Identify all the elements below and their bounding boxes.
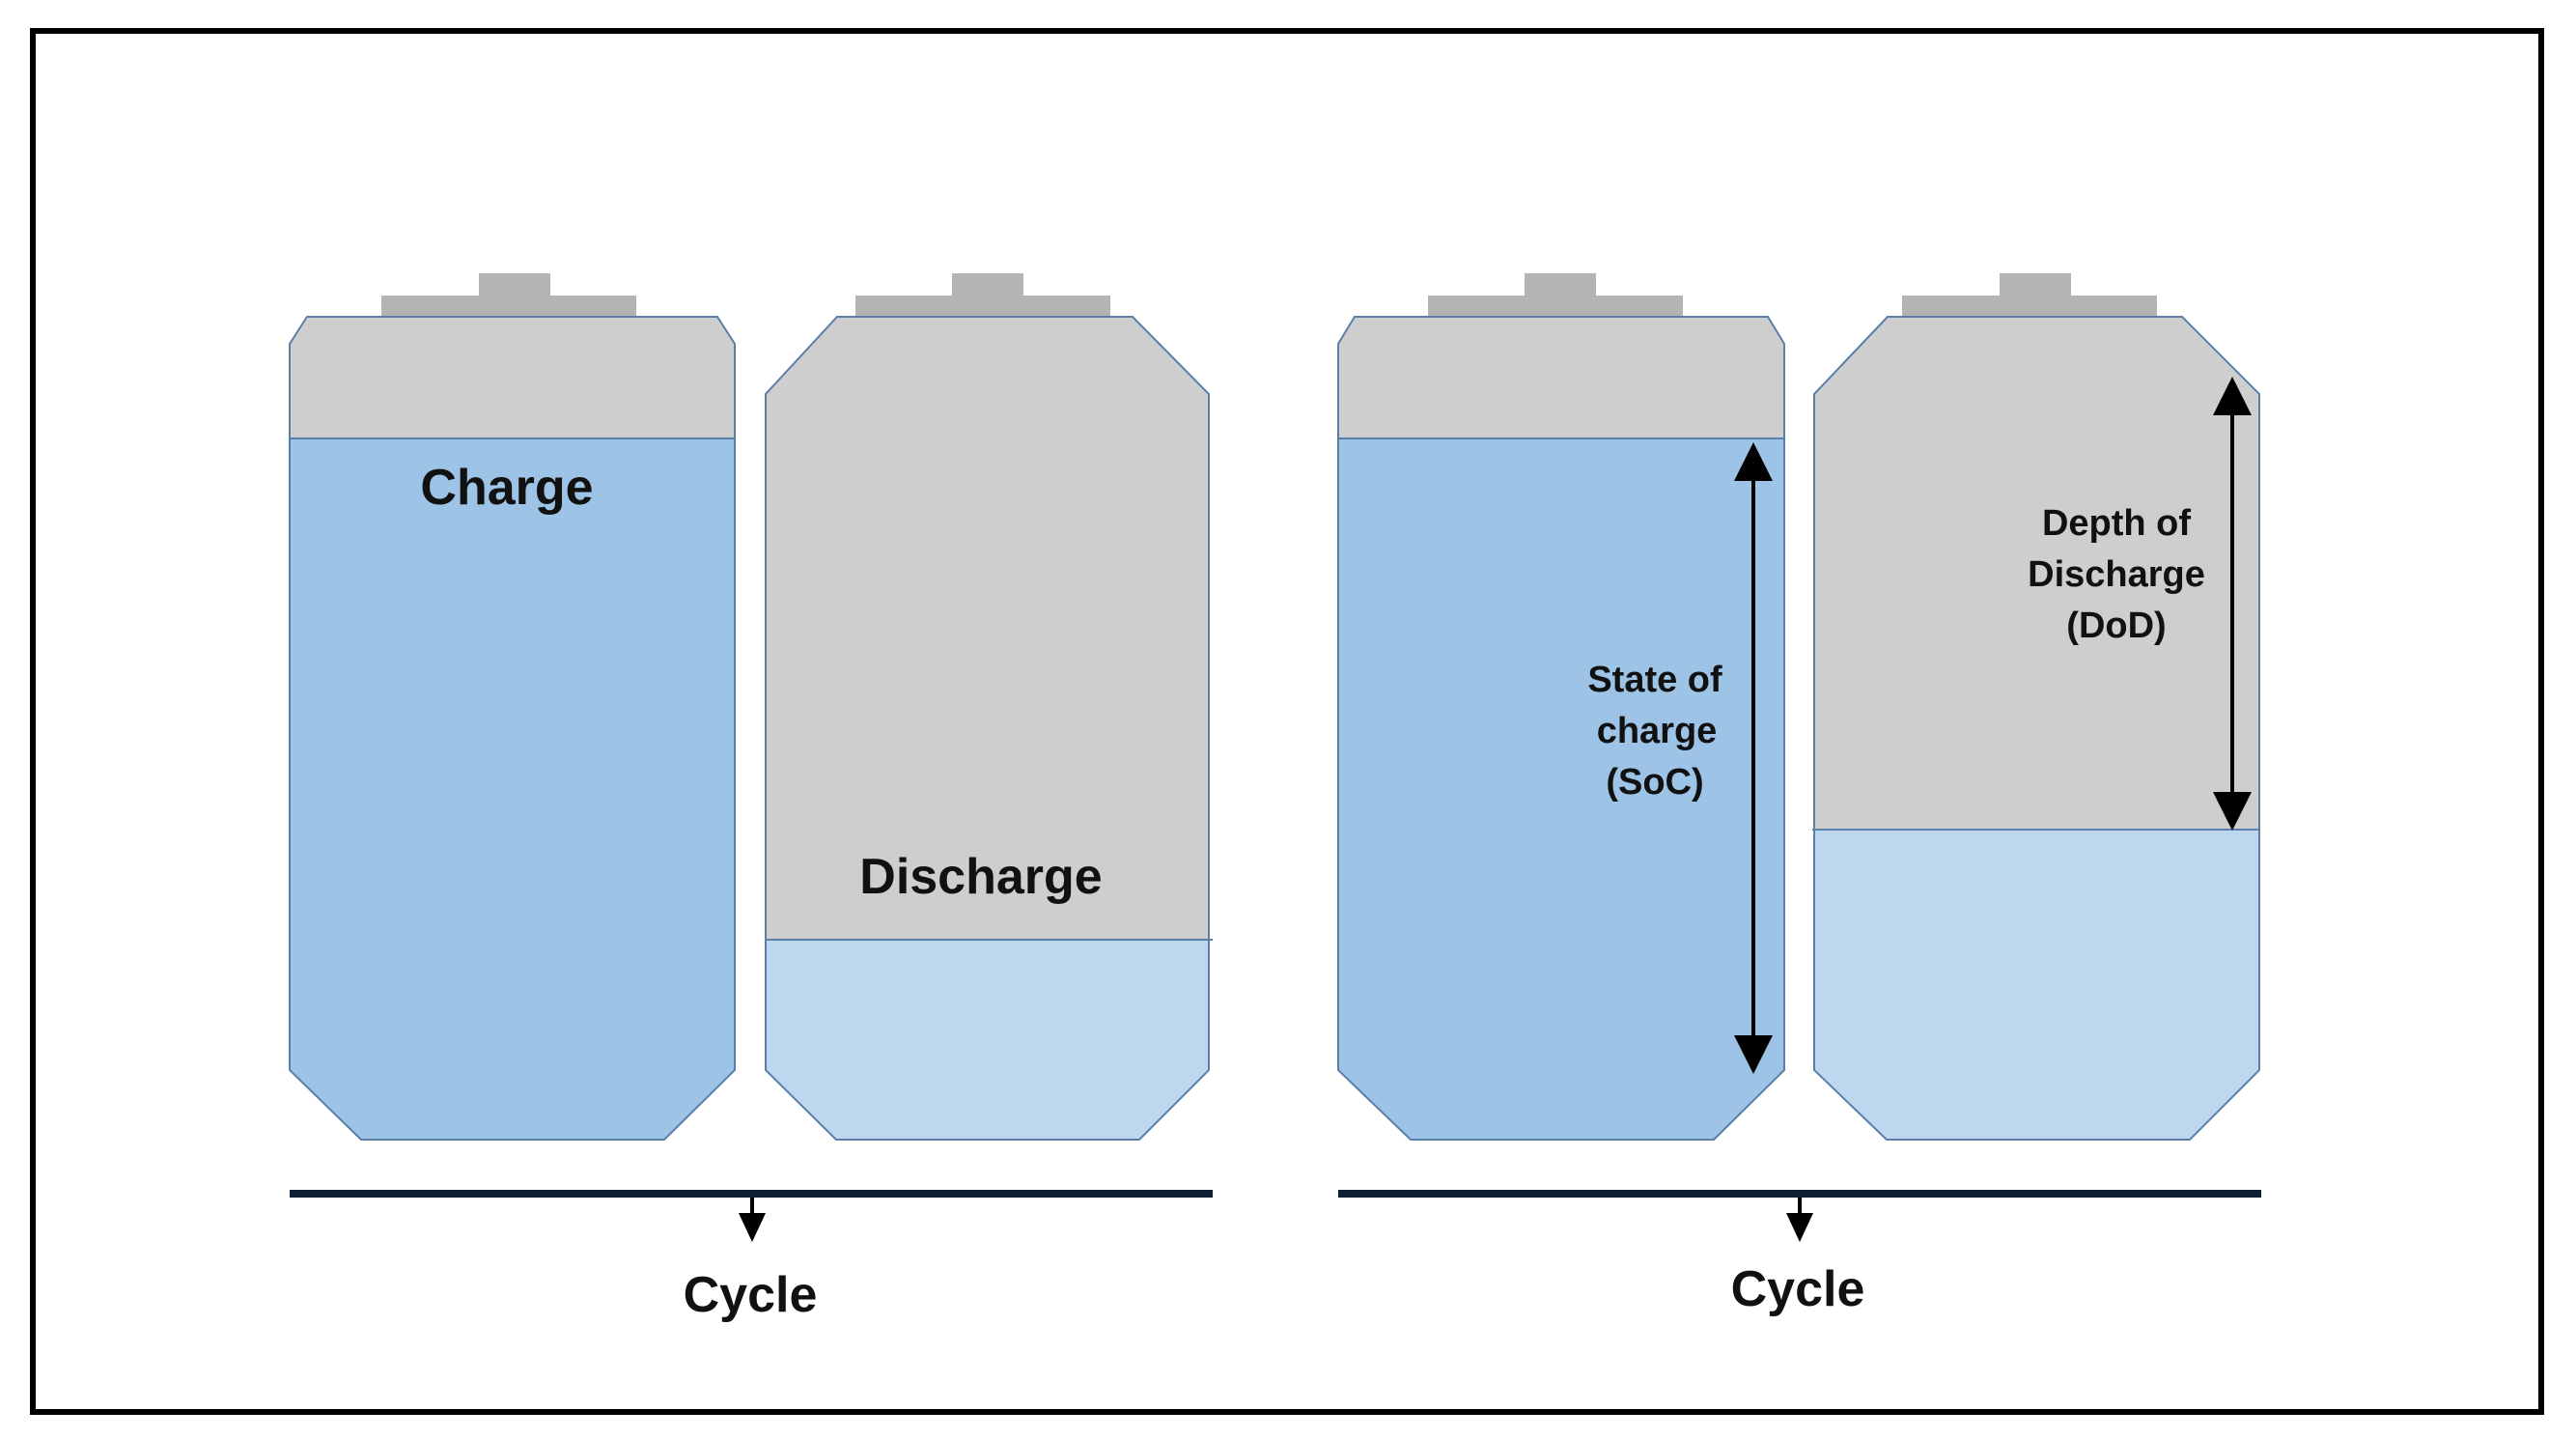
battery-outline <box>1337 316 1785 1141</box>
charge-label: Charge <box>420 460 593 516</box>
cycle-axis-right: Cycle <box>1338 1190 2261 1317</box>
down-arrow-icon <box>739 1213 766 1242</box>
battery-terminal-cap <box>952 273 1023 298</box>
battery-state-of-charge: State of charge (SoC) <box>1337 273 1785 1141</box>
battery-terminal-base <box>1428 296 1683 317</box>
battery-depth-of-discharge: Depth of Discharge (DoD) <box>1812 273 2260 1141</box>
battery-charged: Charge <box>289 273 736 1141</box>
battery-terminal-cap <box>1525 273 1596 298</box>
soc-label-line3: (SoC) <box>1606 762 1703 803</box>
battery-outline <box>289 316 736 1141</box>
dod-label-line1: Depth of <box>2042 503 2191 544</box>
battery-terminal-base <box>381 296 636 317</box>
battery-outline <box>1813 316 2260 1141</box>
cycle-label-right: Cycle <box>1731 1261 1865 1317</box>
dod-label-line3: (DoD) <box>2066 606 2166 646</box>
battery-terminal-cap <box>2000 273 2071 298</box>
battery-discharged: Discharge <box>765 273 1213 1141</box>
battery-outline <box>765 316 1210 1141</box>
soc-label-line2: charge <box>1597 711 1718 751</box>
battery-terminal-base <box>1902 296 2157 317</box>
down-arrow-icon <box>1786 1213 1813 1242</box>
soc-label-line1: State of <box>1587 660 1722 700</box>
cycle-label-left: Cycle <box>684 1267 818 1323</box>
battery-terminal-cap <box>479 273 550 298</box>
cycle-axis-left: Cycle <box>290 1190 1213 1323</box>
discharge-label: Discharge <box>859 849 1102 905</box>
dod-label-line2: Discharge <box>2028 554 2205 595</box>
battery-terminal-base <box>855 296 1110 317</box>
